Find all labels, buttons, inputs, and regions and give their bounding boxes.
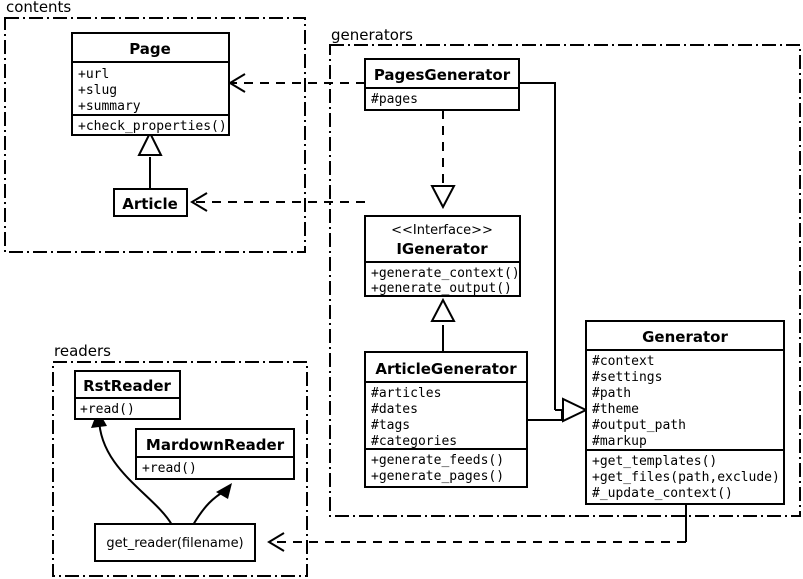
class-mardown-reader-box [135, 428, 295, 480]
class-article-generator-title: ArticleGenerator [375, 360, 517, 378]
class-article-generator-box [364, 351, 528, 488]
class-rst-reader-method: +read() [80, 402, 135, 417]
class-article-title: Article [122, 195, 178, 213]
association-arrowhead-mardownreader [216, 483, 232, 499]
class-page-title: Page [129, 40, 171, 58]
package-generators-border [329, 44, 801, 517]
relation-pagesgenerator-depends-page [228, 73, 365, 93]
relation-article-generalizes-page [137, 130, 163, 189]
class-generator-attribute: #output_path [592, 418, 686, 433]
class-generator-box [585, 320, 785, 505]
class-article-generator-attribute: #categories [371, 434, 457, 449]
class-generator-method: +get_files(path,exclude) [592, 470, 780, 485]
class-article-generator[interactable]: ArticleGenerator #articles #dates #tags … [364, 351, 528, 488]
class-igenerator-method: +generate_context() [371, 266, 520, 281]
class-article-generator-attribute: #dates [371, 402, 418, 417]
class-mardown-reader[interactable]: MardownReader +read() [135, 428, 295, 480]
class-generator-attribute: #settings [592, 370, 662, 385]
class-generator[interactable]: Generator #context #settings #path #them… [585, 320, 785, 505]
class-article-generator-method: +generate_feeds() [371, 453, 504, 468]
package-contents-border [4, 17, 306, 253]
class-igenerator-title: IGenerator [396, 240, 488, 258]
class-pages-generator[interactable]: PagesGenerator #pages [364, 58, 520, 111]
package-readers-border [52, 361, 308, 577]
class-igenerator-box [364, 215, 521, 297]
package-generators-label: generators [331, 26, 413, 44]
class-generator-attribute: #markup [592, 434, 647, 449]
class-article-generator-method: +generate_pages() [371, 469, 504, 484]
class-rst-reader-title: RstReader [83, 377, 171, 395]
class-pages-generator-title: PagesGenerator [374, 66, 511, 84]
relation-line [527, 410, 563, 421]
class-igenerator[interactable]: <<Interface>> IGenerator +generate_conte… [364, 215, 521, 297]
relation-pagesgenerator-realizes-igenerator [430, 110, 456, 210]
package-contents: contents [4, 0, 306, 253]
package-contents-label: contents [6, 0, 71, 16]
class-rst-reader[interactable]: RstReader +read() [74, 370, 181, 420]
class-rst-reader-box [74, 370, 181, 420]
relation-pagesgenerator-extends-generator [519, 82, 556, 410]
class-mardown-reader-title: MardownReader [146, 436, 285, 454]
class-page-method: +check_properties() [78, 119, 227, 134]
class-page[interactable]: Page +url +slug +summary +check_properti… [71, 32, 230, 136]
dependency-arrowhead-article [190, 192, 208, 212]
relation-get-reader-returns-mardownreader [192, 483, 232, 526]
generalization-arrowhead-page [137, 130, 163, 156]
package-generators: generators [329, 26, 801, 517]
class-generator-attribute: #theme [592, 402, 639, 417]
class-page-attribute: +summary [78, 99, 141, 114]
generalization-arrowhead-generator [562, 397, 589, 423]
class-pages-generator-attribute: #pages [371, 92, 418, 107]
class-igenerator-method: +generate_output() [371, 281, 512, 296]
class-generator-attribute: #context [592, 354, 655, 369]
class-igenerator-stereotype: <<Interface>> [391, 223, 493, 238]
relation-line [519, 82, 556, 410]
class-page-attribute: +url [78, 67, 109, 82]
class-generator-method: #_update_context() [592, 486, 733, 501]
class-pages-generator-box [364, 58, 520, 111]
relation-curve [98, 417, 173, 526]
class-page-attribute: +slug [78, 83, 117, 98]
relation-articlegenerator-realizes-igenerator [430, 297, 456, 352]
class-mardown-reader-method: +read() [142, 461, 197, 476]
relation-articlegenerator-extends-generator [527, 409, 563, 421]
class-generator-method: +get_templates() [592, 454, 717, 469]
generalization-arrowhead-igenerator [430, 297, 456, 322]
function-get-reader-label: get_reader(filename) [106, 536, 243, 551]
function-get-reader[interactable]: get_reader(filename) [94, 523, 256, 562]
class-generator-title: Generator [642, 328, 728, 346]
class-page-box [71, 32, 230, 136]
class-article[interactable]: Article [113, 188, 188, 217]
relation-generator-depends-get-reader [267, 504, 687, 552]
class-article-generator-attribute: #tags [371, 418, 410, 433]
class-generator-attribute: #path [592, 386, 631, 401]
class-article-generator-attribute: #articles [371, 386, 441, 401]
function-get-reader-box [94, 523, 256, 562]
package-readers: readers [52, 342, 308, 577]
package-readers-label: readers [54, 342, 111, 360]
realization-arrowhead-igenerator [430, 185, 456, 210]
class-article-box [113, 188, 188, 217]
dependency-arrowhead-get-reader [267, 532, 285, 552]
relation-curve [192, 489, 227, 526]
relation-articlegenerator-depends-article [190, 192, 365, 212]
